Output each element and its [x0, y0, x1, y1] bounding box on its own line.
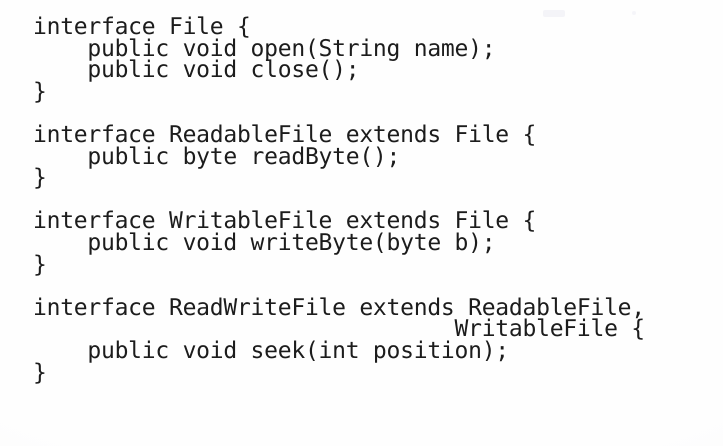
code-line: } — [33, 251, 47, 278]
code-line: public void close(); — [33, 57, 360, 84]
scan-artifact-icon — [543, 10, 565, 17]
code-line: } — [33, 359, 47, 386]
code-listing: interface File { public void open(String… — [33, 16, 645, 386]
scan-artifact-icon — [632, 11, 636, 15]
code-line: } — [33, 165, 47, 192]
code-line: } — [33, 78, 47, 105]
code-line: public void writeByte(byte b); — [33, 229, 496, 256]
code-line: public byte readByte(); — [33, 143, 401, 170]
code-line: public void seek(int position); — [33, 337, 509, 364]
